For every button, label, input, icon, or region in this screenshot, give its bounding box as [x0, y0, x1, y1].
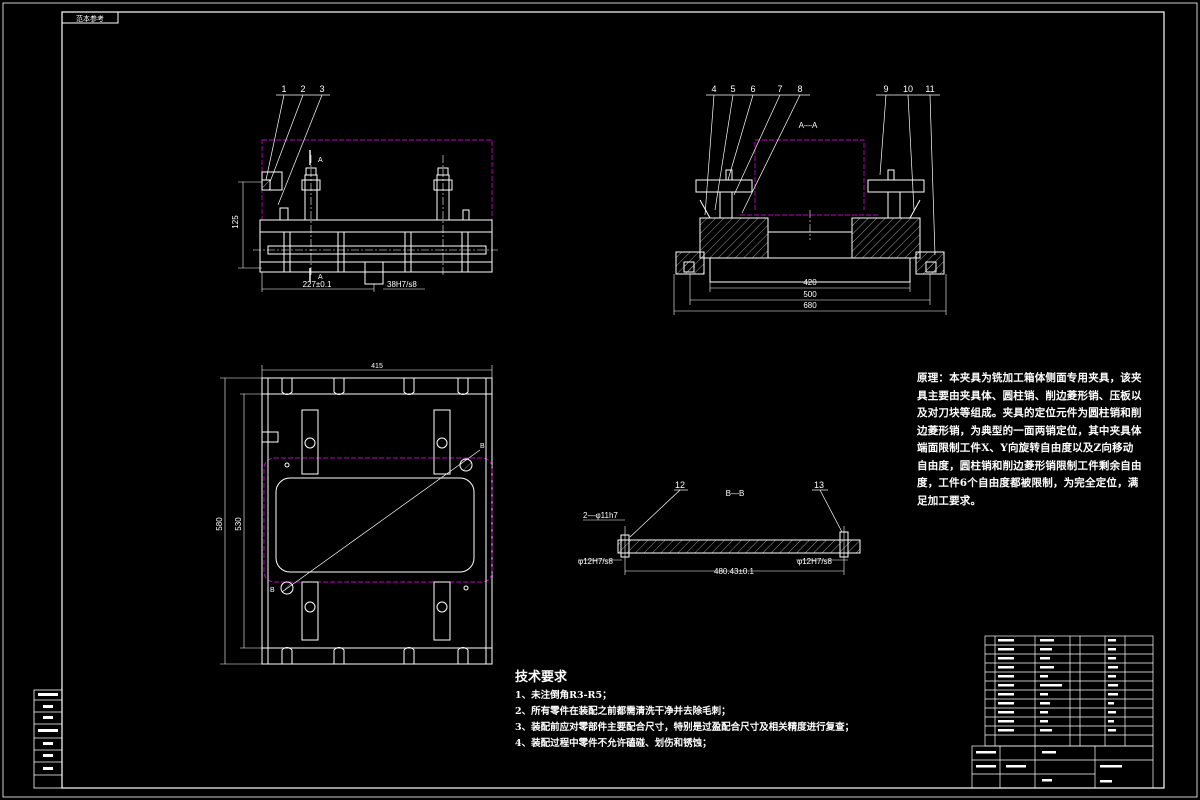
section-title-aa: A—A — [799, 121, 818, 130]
dim-top-outer-height: 580 — [215, 517, 224, 531]
side-part-6: 6 — [750, 84, 755, 94]
side-part-11: 11 — [925, 84, 934, 94]
front-view — [238, 94, 498, 292]
dim-top-width: 415 — [371, 363, 383, 370]
parts-list-table — [971, 635, 1154, 789]
principle-description: 原理：本夹具为铣加工箱体侧面专用夹具，该夹具主要由夹具体、圆柱销、削边菱形销、压… — [917, 372, 1142, 507]
side-part-10: 10 — [903, 84, 913, 94]
dim-bb-center: 480.43±0.1 — [714, 567, 755, 576]
dim-top-inner-height: 530 — [234, 517, 243, 531]
section-title-bb: B—B — [726, 489, 745, 498]
side-part-4: 4 — [711, 84, 716, 94]
dim-bb-pin: 2—φ11h7 — [583, 511, 618, 520]
front-part-2: 2 — [300, 84, 305, 94]
dim-front-fit: 38H7/s8 — [387, 280, 417, 289]
section-mark-a-bottom: A — [318, 274, 323, 281]
technical-requirements: 技术要求 1、未注倒角R3-R5； 2、所有零件在装配之前都需清洗干净并去除毛刺… — [515, 666, 854, 752]
front-part-1: 1 — [281, 84, 286, 94]
tech-requirements-title: 技术要求 — [515, 670, 568, 685]
section-mark-b-top: B — [480, 443, 485, 450]
section-mark-a-top: A — [318, 157, 323, 164]
dim-bb-right-fit: φ12H7/s8 — [797, 557, 833, 566]
bb-part-13: 13 — [814, 480, 824, 490]
side-part-8: 8 — [797, 84, 802, 94]
parts-list-fill — [976, 639, 1122, 783]
left-record-strip — [33, 689, 63, 789]
side-part-9: 9 — [883, 84, 888, 94]
tech-item-3: 3、装配前应对零部件主要配合尺寸，特别是过盈配合尺寸及相关精度进行复查； — [515, 722, 855, 733]
tech-item-4: 4、装配过程中零件不允许磕碰、划伤和锈蚀； — [515, 738, 712, 749]
side-part-5: 5 — [730, 84, 735, 94]
top-view — [220, 365, 493, 665]
front-part-3: 3 — [319, 84, 324, 94]
section-mark-b-bottom: B — [270, 587, 275, 594]
dim-front-height: 125 — [231, 215, 240, 229]
dim-bb-left-fit: φ12H7/s8 — [578, 557, 614, 566]
bb-part-12: 12 — [675, 480, 685, 490]
tech-item-1: 1、未注倒角R3-R5； — [515, 690, 612, 701]
dim-side-mid: 500 — [803, 290, 817, 299]
title-stamp: 范本参考 — [76, 14, 104, 23]
section-bb-view — [578, 489, 861, 575]
side-part-7: 7 — [777, 84, 782, 94]
side-section-view — [673, 94, 947, 315]
dim-side-outer: 680 — [803, 301, 817, 310]
dim-front-width: 227±0.1 — [303, 280, 332, 289]
dim-side-inner: 420 — [803, 278, 817, 287]
tech-item-2: 2、所有零件在装配之前都需清洗干净并去除毛刺； — [515, 706, 731, 717]
